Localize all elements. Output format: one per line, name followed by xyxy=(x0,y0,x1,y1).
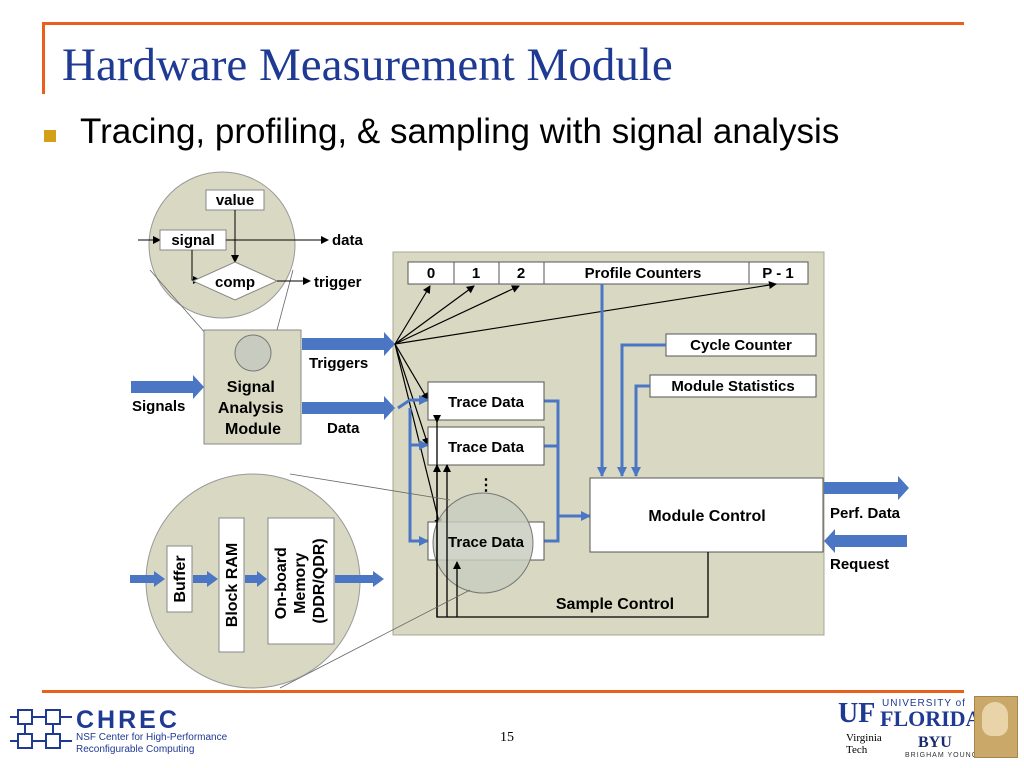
chrec-logo-icon xyxy=(10,709,72,749)
trace-data-box-2 xyxy=(427,426,545,466)
comp-diamond xyxy=(191,261,279,301)
top-accent-line xyxy=(42,22,964,25)
sam-line-2: Analysis xyxy=(218,400,284,417)
onboard-line-2: Memory xyxy=(292,552,309,613)
buffer-box xyxy=(166,545,193,613)
request-label: Request xyxy=(830,556,889,573)
uf-logo: UF xyxy=(838,698,876,729)
triggers-label: Triggers xyxy=(309,355,368,372)
chrec-name: CHREC xyxy=(76,706,180,734)
signal-analysis-circle xyxy=(234,334,272,372)
perf-data-arrow xyxy=(824,476,909,500)
buffer-label: Buffer xyxy=(172,555,189,602)
byu-logo: BYU xyxy=(918,734,952,751)
trace-data-label-2: Trace Data xyxy=(448,439,525,456)
slide-title: Hardware Measurement Module xyxy=(62,39,673,91)
onboard-memory-label: On-board Memory (DDR/QDR) xyxy=(273,538,328,623)
chrec-subtitle-2: Reconfigurable Computing xyxy=(76,744,195,755)
profile-counters-label: Profile Counters xyxy=(585,265,702,282)
block-ram-label: Block RAM xyxy=(224,543,241,627)
trace-data-box-1 xyxy=(427,381,545,421)
bullet-marker xyxy=(44,130,56,142)
left-accent-line xyxy=(42,22,45,94)
sample-control-lines xyxy=(433,415,709,618)
profile-counters-row: 0 1 2 Profile Counters P - 1 xyxy=(407,261,809,285)
chrec-subtitle-1: NSF Center for High-Performance xyxy=(76,732,228,743)
portrait-icon xyxy=(982,702,1008,736)
comp-label: comp xyxy=(215,274,255,291)
bottom-accent-line xyxy=(42,690,964,693)
bullet-text: Tracing, profiling, & sampling with sign… xyxy=(80,112,840,151)
cycle-counter-label: Cycle Counter xyxy=(690,337,792,354)
module-control-label: Module Control xyxy=(648,508,765,525)
ellipsis: ⋮ xyxy=(478,477,494,494)
uf-florida-text: FLORIDA xyxy=(880,706,982,731)
memory-path-arrows xyxy=(130,571,384,587)
value-label: value xyxy=(216,192,254,209)
virginia-tech-logo: Virginia Tech xyxy=(846,732,882,756)
blue-connectors xyxy=(397,284,666,546)
counter-1: 1 xyxy=(472,265,480,282)
trigger-out-label: trigger xyxy=(314,274,362,291)
counter-2: 2 xyxy=(517,265,525,282)
onboard-line-1: On-board xyxy=(273,547,290,619)
onboard-line-3: (DDR/QDR) xyxy=(311,538,328,623)
module-control-box xyxy=(589,477,824,553)
sam-line-3: Module xyxy=(225,421,281,438)
counter-0: 0 xyxy=(427,265,435,282)
perf-data-label: Perf. Data xyxy=(830,505,901,522)
sample-control-label: Sample Control xyxy=(556,596,674,613)
page-number: 15 xyxy=(500,730,514,745)
block-ram-box xyxy=(218,517,245,653)
counter-p-minus-1: P - 1 xyxy=(762,265,793,282)
signals-label: Signals xyxy=(132,398,185,415)
signals-arrow xyxy=(131,375,204,399)
uf-university-text: UNIVERSITY of xyxy=(882,698,966,709)
module-statistics-label: Module Statistics xyxy=(671,378,794,395)
trigger-fanout xyxy=(394,281,777,527)
signal-analysis-label: Signal Analysis Module xyxy=(218,379,288,438)
data-arrow xyxy=(302,396,395,420)
signal-label: signal xyxy=(171,232,214,249)
data-label: Data xyxy=(327,420,360,437)
request-arrow xyxy=(824,529,907,553)
onboard-memory-box xyxy=(267,517,335,645)
trace-data-label-3: Trace Data xyxy=(448,534,525,551)
data-out-label: data xyxy=(332,232,364,249)
byu-subtitle: BRIGHAM YOUNG xyxy=(905,752,979,759)
triggers-arrow xyxy=(302,332,395,356)
trace-data-label-1: Trace Data xyxy=(448,394,525,411)
sam-line-1: Signal xyxy=(227,379,275,396)
